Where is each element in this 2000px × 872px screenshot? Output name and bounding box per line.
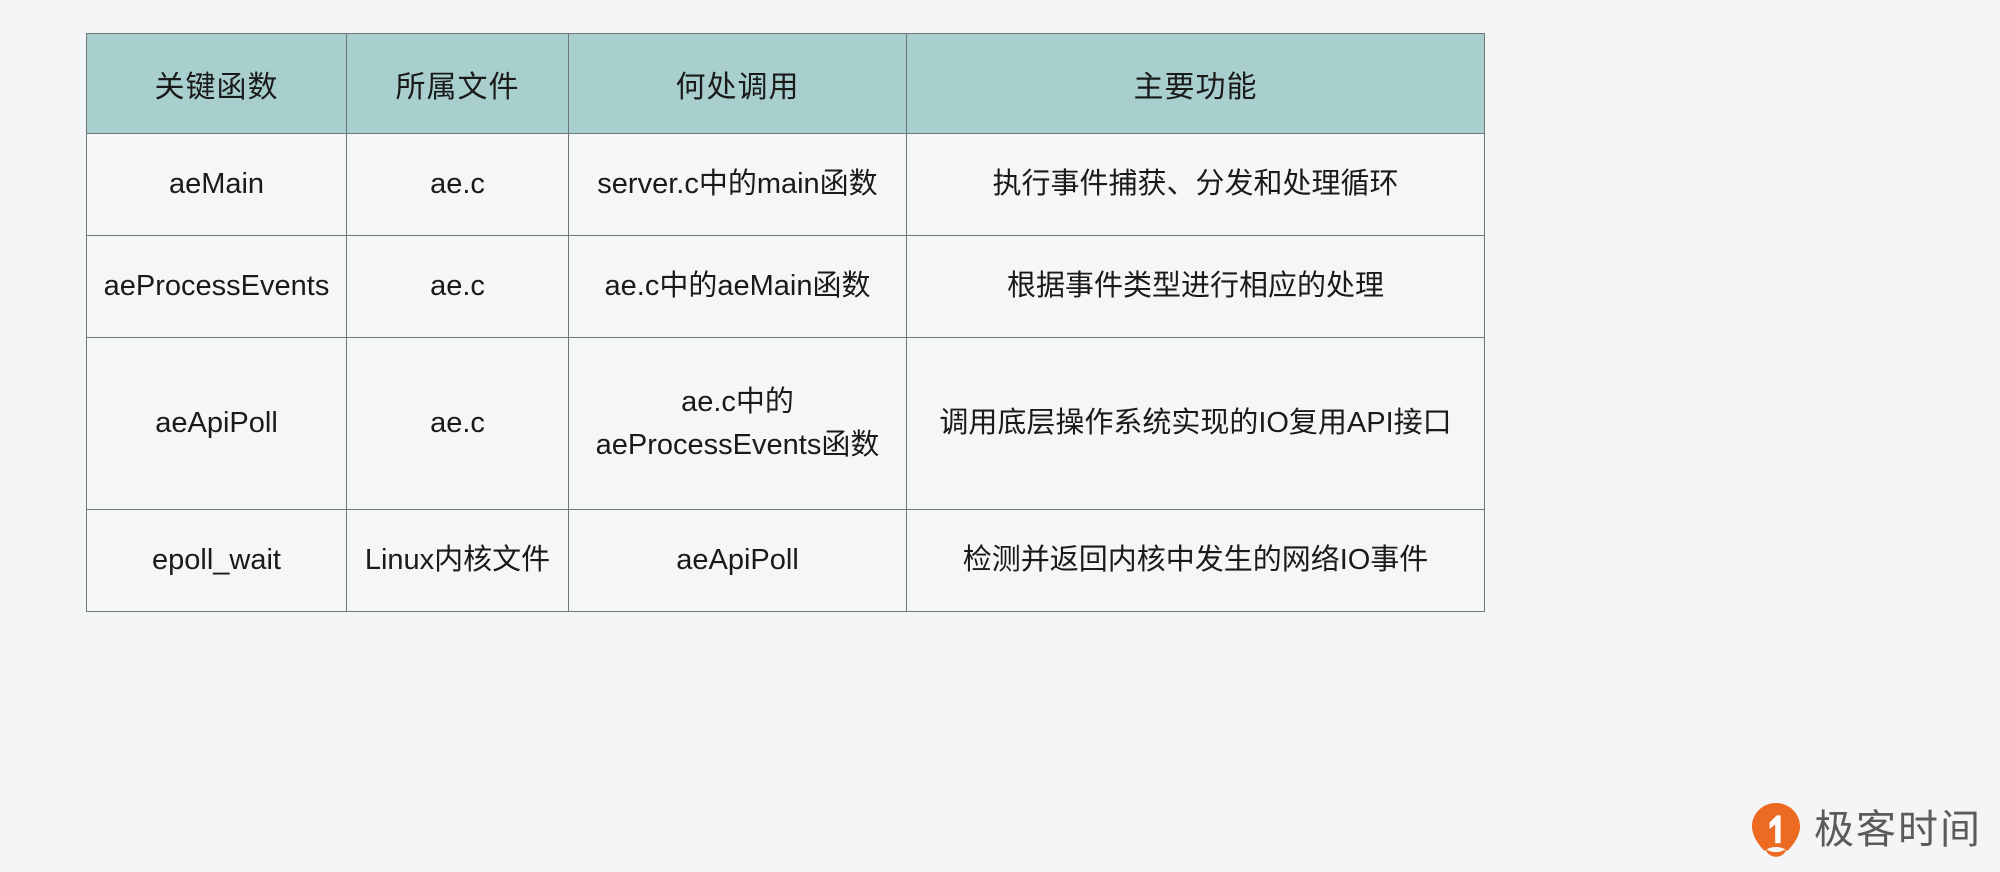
cell-file: Linux内核文件 [346,509,569,612]
cell-file: ae.c [346,337,569,510]
column-header-function: 关键函数 [86,33,347,134]
table-row: aeMain ae.c server.c中的main函数 执行事件捕获、分发和处… [86,133,1485,236]
cell-function: aeApiPoll [86,337,347,510]
column-header-purpose: 主要功能 [906,33,1485,134]
cell-called-from: aeApiPoll [568,509,907,612]
cell-purpose: 根据事件类型进行相应的处理 [906,235,1485,338]
column-header-called-from: 何处调用 [568,33,907,134]
cell-purpose: 检测并返回内核中发生的网络IO事件 [906,509,1485,612]
cell-purpose: 执行事件捕获、分发和处理循环 [906,133,1485,236]
cell-file: ae.c [346,133,569,236]
watermark: 极客时间 [1750,802,1982,858]
table-container: 关键函数 所属文件 何处调用 主要功能 aeMain ae.c server.c… [86,33,1485,612]
cell-file: ae.c [346,235,569,338]
cell-called-from: server.c中的main函数 [568,133,907,236]
table-row: epoll_wait Linux内核文件 aeApiPoll 检测并返回内核中发… [86,509,1485,612]
geektime-logo-icon [1750,802,1802,858]
table-row: aeApiPoll ae.c ae.c中的 aeProcessEvents函数 … [86,337,1485,510]
table-row: aeProcessEvents ae.c ae.c中的aeMain函数 根据事件… [86,235,1485,338]
watermark-brand-text: 极客时间 [1814,807,1982,853]
cell-purpose: 调用底层操作系统实现的IO复用API接口 [906,337,1485,510]
cell-called-from: ae.c中的aeMain函数 [568,235,907,338]
table-header: 关键函数 所属文件 何处调用 主要功能 [86,33,1485,134]
column-header-file: 所属文件 [346,33,569,134]
cell-function: epoll_wait [86,509,347,612]
cell-called-from: ae.c中的 aeProcessEvents函数 [568,337,907,510]
table-header-row: 关键函数 所属文件 何处调用 主要功能 [86,33,1485,134]
cell-function: aeProcessEvents [86,235,347,338]
function-summary-table: 关键函数 所属文件 何处调用 主要功能 aeMain ae.c server.c… [86,33,1485,612]
table-body: aeMain ae.c server.c中的main函数 执行事件捕获、分发和处… [86,133,1485,612]
cell-function: aeMain [86,133,347,236]
